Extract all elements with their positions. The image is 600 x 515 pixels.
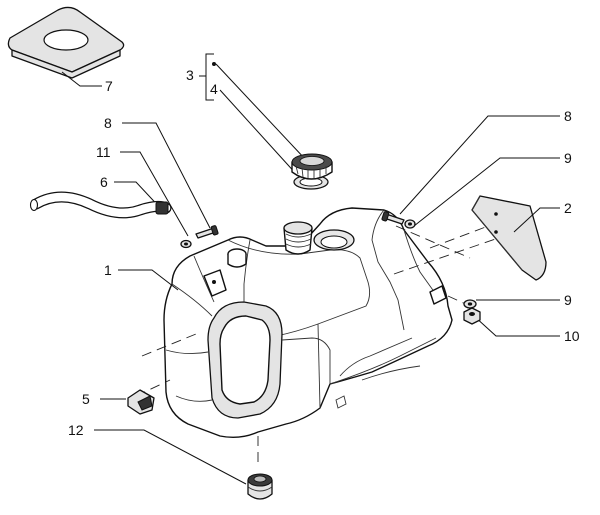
callout-6: 6 [100,174,108,190]
bolt-icon [195,225,219,239]
leader-9-top [413,157,560,227]
clip-icon [127,389,155,415]
rubber-pad-icon [7,6,125,79]
fuel-cap-icon [291,153,333,190]
callout-4: 4 [210,81,218,97]
leader-1 [118,269,179,291]
leader-8-left [122,122,211,229]
cover-plate-icon [471,195,547,281]
callout-3-bracket [205,53,214,101]
callout-8-right: 8 [564,108,572,124]
breather-hose-icon [29,191,172,219]
assembly-line-right-1 [395,225,471,259]
callout-9-top: 9 [564,150,572,166]
leader-2 [513,207,560,233]
callout-3: 3 [186,67,194,83]
leader-8-right [399,115,560,215]
callout-7: 7 [105,78,113,94]
fuel-tank-icon [163,207,453,439]
assembly-line-right-3 [393,235,505,275]
grommet-icon [247,473,273,500]
callout-12: 12 [68,422,84,438]
callout-10: 10 [564,328,580,344]
callout-11: 11 [96,144,111,160]
washer-icon [404,219,416,229]
leader-11 [120,151,189,237]
leader-3 [215,63,307,161]
leader-7 [61,71,102,87]
leader-4 [219,89,299,177]
callout-9-bottom: 9 [564,292,572,308]
callout-5: 5 [82,391,90,407]
bracket-icon [180,239,192,249]
callout-2: 2 [564,200,572,216]
nut-icon [463,307,481,325]
callout-8-left: 8 [104,115,112,131]
bolt-icon [381,211,405,225]
leader-10 [473,315,560,337]
assembly-line-left [141,333,197,357]
leader-12 [94,429,247,485]
washer-icon [463,299,477,309]
callout-1: 1 [104,262,112,278]
